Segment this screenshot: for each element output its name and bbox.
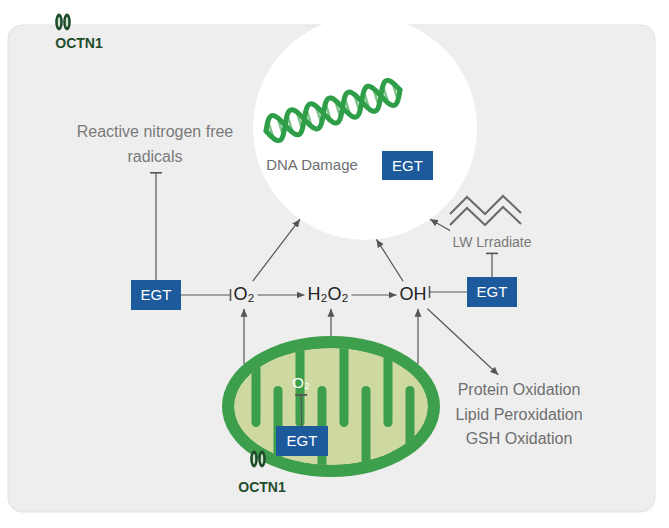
wave-line (450, 196, 521, 214)
inhibition-line (430, 291, 468, 292)
transporter-icon (55, 14, 71, 31)
channel-core (261, 454, 263, 464)
channel-half (258, 451, 266, 468)
radical-label: Reactive nitrogen free radicals (76, 120, 234, 170)
base-pair (345, 97, 350, 115)
damage-arrow (376, 239, 403, 281)
outer-membrane (222, 336, 440, 477)
irradiation-symbol (450, 196, 521, 225)
crista-gap (252, 336, 261, 423)
egt-label: EGT (392, 157, 423, 175)
base-pair (287, 115, 292, 133)
transporter-label: OCTN1 (229, 479, 295, 495)
dna-helix (266, 80, 400, 140)
ros-release-arrow (243, 309, 244, 364)
effect-label: Protein Oxidation (458, 378, 581, 403)
base-pair (364, 91, 369, 109)
channel-core (66, 17, 68, 27)
base-pair (354, 94, 359, 112)
species-label: H₂O₂ (308, 284, 349, 306)
inhibition-line (301, 395, 303, 426)
effect-label: GSH Oxidation (466, 427, 573, 452)
mitochondrion-shape (222, 336, 440, 477)
channel-core (253, 454, 255, 464)
inhibition-line (491, 253, 492, 277)
species-label: O₂ (292, 374, 310, 392)
channel-half (63, 14, 71, 31)
ros-release-arrow (330, 309, 331, 336)
egt-label: EGT (477, 283, 508, 301)
base-pair (268, 121, 273, 139)
matrix (234, 348, 428, 465)
transporter-label: OCTN1 (46, 35, 112, 51)
base-pair (306, 109, 311, 127)
species-node: OH (396, 283, 430, 307)
base-pair (335, 100, 340, 118)
crista-gap (384, 336, 393, 423)
base-pair (393, 83, 398, 101)
crista-gap (362, 391, 371, 478)
egt-label: EGT (141, 286, 172, 304)
inhibition-line (155, 173, 156, 280)
base-pair (278, 118, 283, 136)
base-pair (297, 112, 302, 130)
radical-node: Reactive nitrogen free radicals (76, 119, 234, 171)
effect-label: Lipid Peroxidation (455, 403, 582, 428)
base-pair (373, 89, 378, 107)
species-node: O₂ (287, 372, 315, 394)
effects-node: Protein OxidationLipid PeroxidationGSH O… (434, 376, 604, 454)
irradiation-label: LW Lrradiate (452, 234, 531, 251)
inhibition-line (181, 294, 231, 295)
species-label: OH (400, 284, 427, 306)
base-pair (383, 86, 388, 104)
nucleus-circle: DNA Damage EGT (253, 16, 477, 240)
ros-release-arrow (417, 309, 418, 364)
reaction-arrow (351, 294, 396, 295)
egt-box: EGT (382, 151, 433, 180)
base-pair (316, 106, 321, 124)
egt-label: EGT (287, 432, 318, 450)
damage-arrow (430, 219, 450, 230)
oxidation-arrow (427, 309, 498, 375)
damage-arrow (253, 219, 300, 281)
channel-core (58, 17, 60, 27)
crista-gap (340, 336, 349, 423)
dna-strand (266, 80, 400, 134)
reaction-arrow (258, 294, 305, 295)
crista-gap (406, 391, 415, 478)
damage-label: DNA Damage (266, 156, 358, 174)
wave-line (450, 207, 521, 225)
egt-box: EGT (131, 280, 181, 310)
dna-strand (266, 86, 400, 140)
species-node: H₂O₂ (303, 283, 353, 307)
nucleus-fill (253, 16, 477, 240)
irradiation-node: LW Lrradiate (438, 232, 546, 252)
egt-box: EGT (467, 277, 517, 307)
species-node: O₂ (228, 283, 260, 307)
transporter-icon (250, 451, 266, 468)
species-label: O₂ (234, 284, 255, 306)
nucleus-shape (253, 16, 477, 240)
channel-half (250, 451, 258, 468)
base-pair (326, 103, 331, 121)
mitochondrion: O₂ EGT (222, 336, 440, 477)
egt-box: EGT (276, 426, 328, 456)
channel-half (55, 14, 63, 31)
